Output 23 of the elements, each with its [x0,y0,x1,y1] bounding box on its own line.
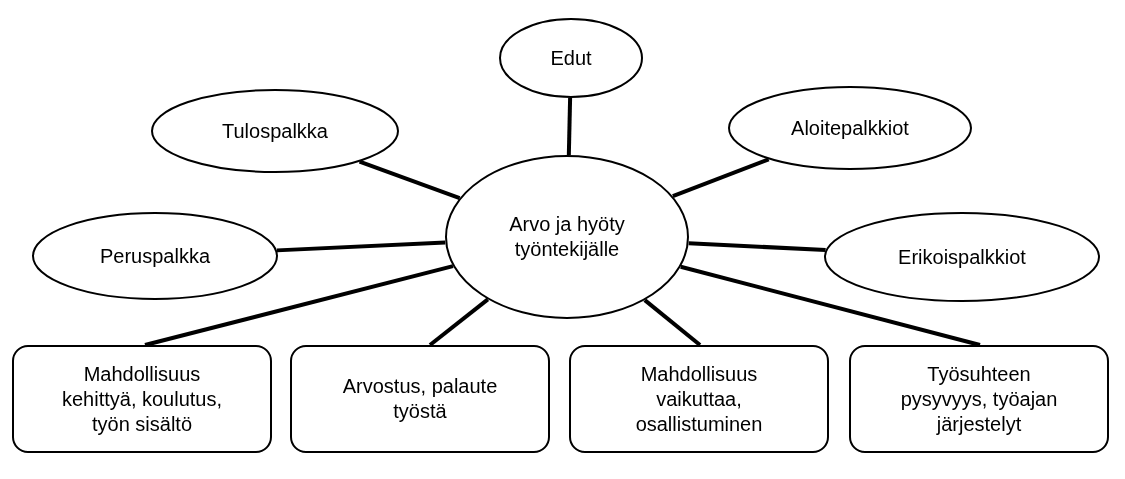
rounded-box [12,345,272,453]
node-label: Edut [550,45,592,71]
rounded-box [569,345,829,453]
node-label: Mahdollisuus vaikuttaa, osallistuminen [634,361,764,437]
connector-line [144,264,454,347]
connector-line [428,297,490,347]
node-label: Aloitepalkkiot [791,115,909,141]
connector-line [643,298,702,347]
connector-line [680,264,981,347]
node-label: Työsuhteen pysyvyys, työajan järjestelyt [899,361,1059,437]
connector-line [688,241,826,253]
node-label: Mahdollisuus kehittyä, koulutus, työn sisältö [60,361,224,437]
connector-line [358,159,461,200]
node-label: Arvo ja hyöty työntekijälle [508,212,626,262]
rounded-box [290,345,550,453]
connector-line [276,240,446,253]
node-label: Tulospalkka [222,118,328,144]
connector-line [566,97,573,156]
connector-line [672,157,770,199]
node-label: Peruspalkka [99,243,211,269]
node-label: Erikoispalkkiot [898,244,1026,270]
rounded-box [849,345,1109,453]
node-label: Arvostus, palaute työstä [341,374,499,424]
